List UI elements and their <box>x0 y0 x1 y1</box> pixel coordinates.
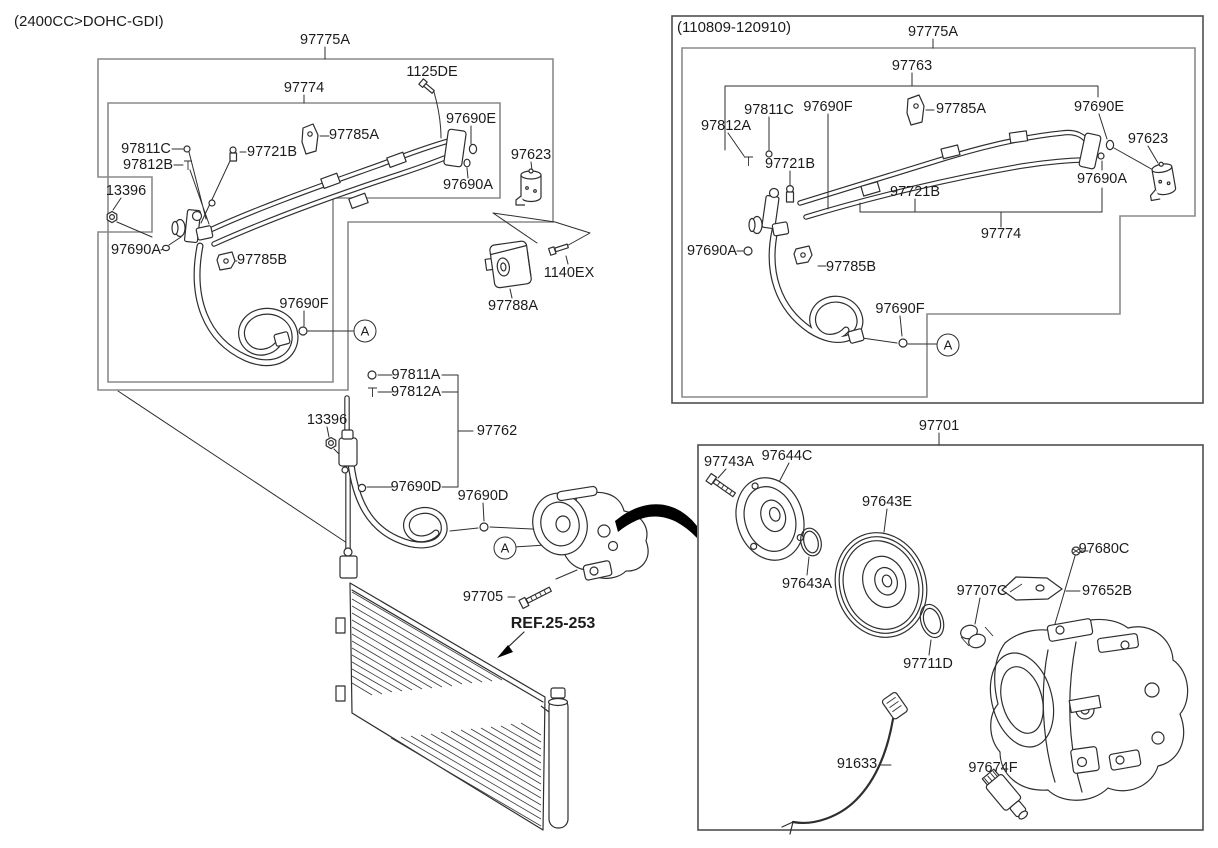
part-label-97721B: 97721B <box>765 155 815 172</box>
part-label-97690F: 97690F <box>279 295 329 312</box>
right-leader-lines <box>724 38 1159 345</box>
variant-title-left: (2400CC>DOHC-GDI) <box>14 13 164 30</box>
part-label-97762: 97762 <box>476 422 518 439</box>
part-label-97785A: 97785A <box>936 100 986 117</box>
part-label-97788A: 97788A <box>488 297 538 314</box>
pulley-97643E <box>834 532 928 638</box>
left-outer-box <box>97 58 554 391</box>
part-label-97690D: 97690D <box>457 487 509 504</box>
part-label-97643E: 97643E <box>862 493 912 510</box>
compressor-detail-box <box>697 444 1204 831</box>
bracket-97652B <box>1001 576 1063 601</box>
part-label-97812A: 97812A <box>391 383 441 400</box>
part-label-97701: 97701 <box>918 417 960 434</box>
ring-97711D <box>919 603 945 639</box>
part-label-97774: 97774 <box>980 225 1022 242</box>
part-label-97785A: 97785A <box>329 126 379 143</box>
part-label-97652B: 97652B <box>1082 582 1132 599</box>
valve-97623-left <box>515 168 542 206</box>
bolt-97743A <box>705 472 737 498</box>
part-label-97711D: 97711D <box>903 655 953 672</box>
part-label-1125DE: 1125DE <box>406 63 458 80</box>
part-label-97690E: 97690E <box>446 110 496 127</box>
part-label-97623: 97623 <box>510 146 552 163</box>
part-label-97775A: 97775A <box>300 31 350 48</box>
part-label-97690A: 97690A <box>443 176 493 193</box>
sensor-97674F <box>981 768 1029 820</box>
part-label-97763: 97763 <box>891 57 933 74</box>
part-label-97690D: 97690D <box>390 478 442 495</box>
bolt-97705 <box>518 586 552 610</box>
part-label-97721B: 97721B <box>247 143 297 160</box>
part-label-97690E: 97690E <box>1074 98 1124 115</box>
section-marker-A: A <box>936 333 960 357</box>
left-small-parts <box>106 123 489 579</box>
compressor-small <box>532 485 649 581</box>
part-label-13396: 13396 <box>306 411 348 428</box>
part-label-97811C: 97811C <box>744 101 794 118</box>
bolt-1140EX <box>548 243 569 256</box>
part-label-97812A: 97812A <box>701 117 751 134</box>
variant-title-right: (110809-120910) <box>677 19 791 36</box>
part-label-97623: 97623 <box>1127 130 1169 147</box>
screw-97680C <box>1071 546 1081 556</box>
block-97788A <box>484 240 532 289</box>
right-small-parts <box>743 94 1115 348</box>
valve-97623-right <box>1149 161 1177 202</box>
clutch-disc-97644C <box>735 477 805 561</box>
part-label-97785B: 97785B <box>237 251 287 268</box>
pointer-swoosh <box>615 504 697 538</box>
part-label-97707C: 97707C <box>956 582 1008 599</box>
right-assembly-art <box>724 38 1177 348</box>
part-label-97643A: 97643A <box>782 575 832 592</box>
right-inner-box <box>681 47 1196 398</box>
compressor-detail-art <box>705 432 1189 835</box>
part-label-97690A: 97690A <box>111 241 161 258</box>
part-label-97721B: 97721B <box>890 183 940 200</box>
section-marker-A: A <box>353 319 377 343</box>
part-label-91633: 91633 <box>836 755 878 772</box>
part-label-97785B: 97785B <box>826 258 876 275</box>
bolt-1125DE <box>418 78 435 94</box>
part-label-97812B: 97812B <box>123 156 173 173</box>
section-marker-A: A <box>493 536 517 560</box>
part-label-97811C: 97811C <box>121 140 171 157</box>
condenser <box>335 582 569 831</box>
left-assembly-art <box>106 46 697 831</box>
compressor-body <box>989 618 1189 801</box>
part-label-97674F: 97674F <box>968 759 1018 776</box>
part-label-97644C: 97644C <box>761 447 813 464</box>
snap-ring-97643A <box>800 527 822 557</box>
part-label-97690F: 97690F <box>803 98 853 115</box>
part-label-97680C: 97680C <box>1078 540 1130 557</box>
part-label-97690A: 97690A <box>687 242 737 259</box>
ref-arrowhead <box>497 645 513 658</box>
part-label-1140EX: 1140EX <box>543 264 595 281</box>
part-label-REF.25-253: REF.25-253 <box>510 615 596 632</box>
part-label-13396: 13396 <box>105 182 147 199</box>
part-label-97775A: 97775A <box>908 23 958 40</box>
harness-91633 <box>781 691 908 835</box>
part-label-97705: 97705 <box>462 588 504 605</box>
receiver-drier <box>540 687 569 829</box>
part-label-97774: 97774 <box>283 79 325 96</box>
bushing-97707C <box>960 624 994 649</box>
part-label-97743A: 97743A <box>704 453 754 470</box>
part-label-97690F: 97690F <box>875 300 925 317</box>
right-outer-box <box>671 15 1204 404</box>
part-label-97811A: 97811A <box>391 366 441 383</box>
part-label-97690A: 97690A <box>1077 170 1127 187</box>
